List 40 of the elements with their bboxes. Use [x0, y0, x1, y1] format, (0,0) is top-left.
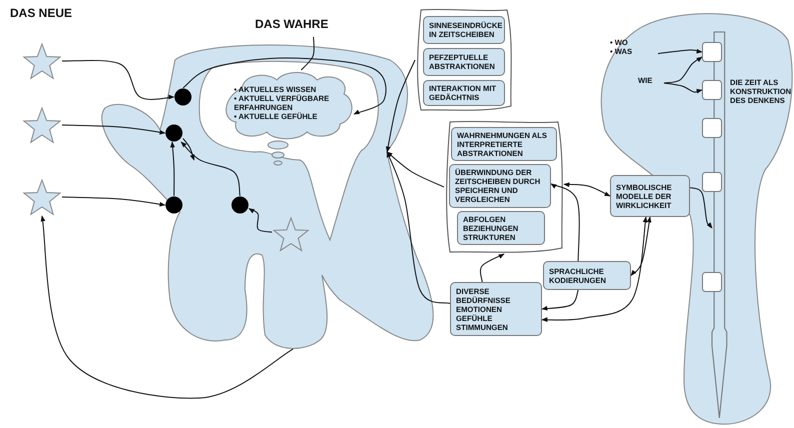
arrow — [62, 124, 166, 135]
group-outline — [415, 8, 513, 112]
arrow — [658, 48, 703, 54]
heading-label: DAS NEUE — [10, 6, 72, 20]
arrow — [541, 290, 579, 311]
dot-node — [165, 196, 183, 214]
dot-node — [231, 196, 249, 214]
group-outline — [444, 120, 564, 254]
arrow — [690, 187, 712, 228]
arrow — [182, 58, 386, 115]
slot-box — [702, 118, 722, 138]
arrow — [40, 215, 294, 399]
arrow — [664, 82, 703, 94]
star-shape — [22, 106, 62, 144]
slot-box — [702, 172, 722, 192]
arrow — [248, 208, 272, 233]
arrow — [386, 151, 450, 304]
arrow — [480, 254, 505, 282]
connector-line — [300, 36, 315, 70]
arrow — [541, 216, 648, 322]
arrow — [180, 142, 240, 196]
text-label: DAS WAHRE — [255, 20, 345, 37]
star-shape — [272, 216, 310, 252]
arrow — [182, 138, 195, 161]
star-shape — [22, 178, 62, 216]
arrow — [170, 141, 175, 196]
arrow — [386, 151, 444, 188]
arrow — [550, 183, 580, 262]
arrow — [664, 56, 702, 84]
arrow — [563, 182, 611, 196]
arrow — [62, 196, 166, 207]
slot-box — [702, 272, 722, 292]
arrow — [386, 60, 416, 152]
arrow — [630, 216, 652, 276]
dot-node — [174, 88, 192, 106]
star-shape — [22, 42, 62, 80]
slot-box — [702, 42, 722, 62]
dot-node — [165, 124, 183, 142]
arrow — [62, 60, 175, 100]
slot-box — [702, 80, 722, 100]
